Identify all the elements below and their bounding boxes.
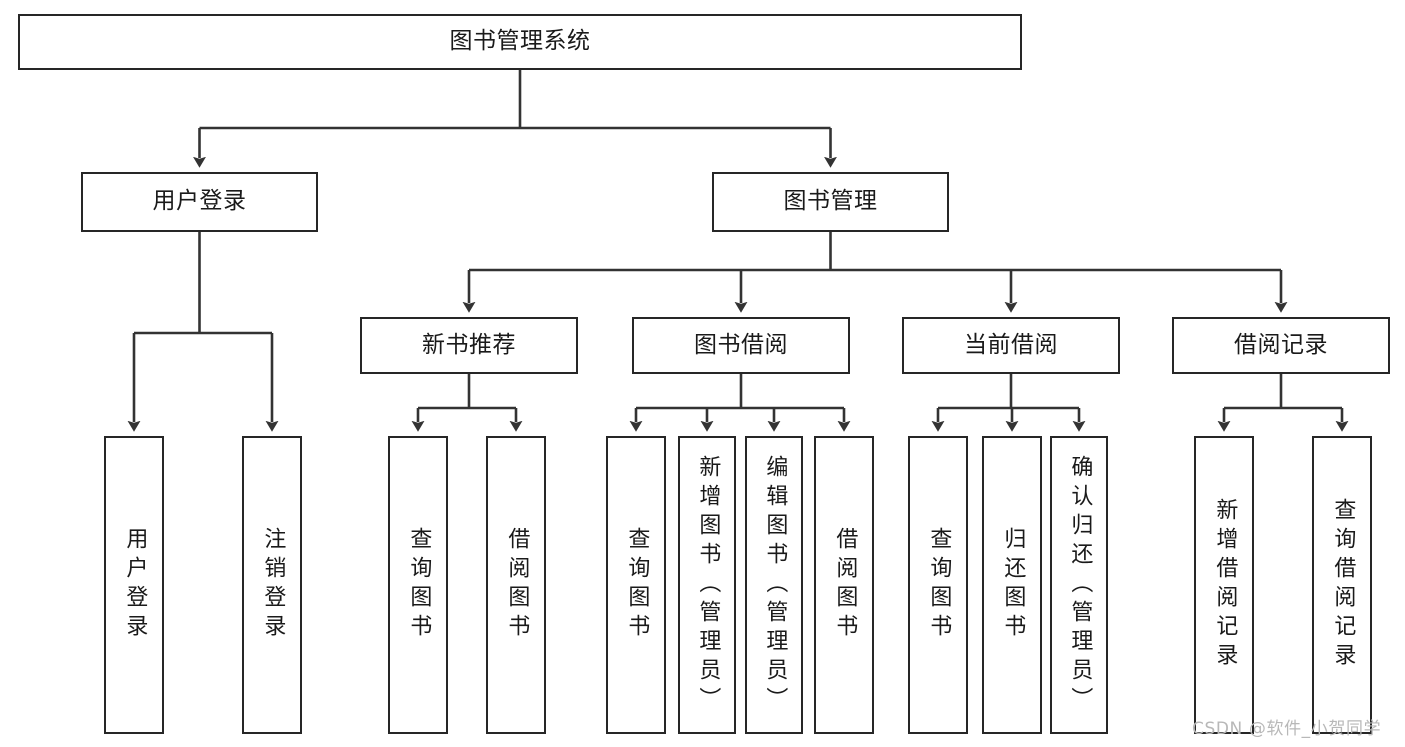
leaf-user-login[interactable]: 用户登录	[104, 436, 164, 734]
leaf-user-logout[interactable]: 注销登录	[242, 436, 302, 734]
leaf-label: 借阅图书	[504, 527, 530, 643]
node-new-book-recommendation[interactable]: 新书推荐	[360, 317, 578, 374]
leaf-record-query-borrow-record[interactable]: 查询借阅记录	[1312, 436, 1372, 734]
leaf-record-add-borrow-record[interactable]: 新增借阅记录	[1194, 436, 1254, 734]
node-root-system[interactable]: 图书管理系统	[18, 14, 1022, 70]
leaf-label: 查询图书	[624, 527, 650, 643]
leaf-recommend-borrow-book[interactable]: 借阅图书	[486, 436, 546, 734]
leaf-label: 确认归还（管理员）	[1067, 454, 1093, 716]
leaf-label: 查询借阅记录	[1330, 498, 1356, 672]
leaf-borrow-add-book-admin[interactable]: 新增图书（管理员）	[678, 436, 736, 734]
leaf-label: 用户登录	[122, 527, 148, 643]
node-user-login[interactable]: 用户登录	[81, 172, 318, 232]
leaf-label: 新增图书（管理员）	[695, 454, 721, 716]
node-current-borrow[interactable]: 当前借阅	[902, 317, 1120, 374]
node-borrow-record[interactable]: 借阅记录	[1172, 317, 1390, 374]
leaf-label: 新增借阅记录	[1212, 498, 1238, 672]
csdn-watermark: CSDN @软件_小贺同学	[1192, 719, 1382, 739]
leaf-borrow-edit-book-admin[interactable]: 编辑图书（管理员）	[745, 436, 803, 734]
leaf-current-confirm-return-admin[interactable]: 确认归还（管理员）	[1050, 436, 1108, 734]
leaf-label: 注销登录	[260, 527, 286, 643]
leaf-borrow-query-book[interactable]: 查询图书	[606, 436, 666, 734]
leaf-label: 查询图书	[406, 527, 432, 643]
node-book-borrow[interactable]: 图书借阅	[632, 317, 850, 374]
leaf-label: 查询图书	[926, 527, 952, 643]
leaf-borrow-borrow-book[interactable]: 借阅图书	[814, 436, 874, 734]
leaf-current-return-book[interactable]: 归还图书	[982, 436, 1042, 734]
leaf-recommend-query-book[interactable]: 查询图书	[388, 436, 448, 734]
leaf-label: 编辑图书（管理员）	[762, 454, 788, 716]
node-book-management[interactable]: 图书管理	[712, 172, 949, 232]
leaf-current-query-book[interactable]: 查询图书	[908, 436, 968, 734]
leaf-label: 归还图书	[1000, 527, 1026, 643]
leaf-label: 借阅图书	[832, 527, 858, 643]
